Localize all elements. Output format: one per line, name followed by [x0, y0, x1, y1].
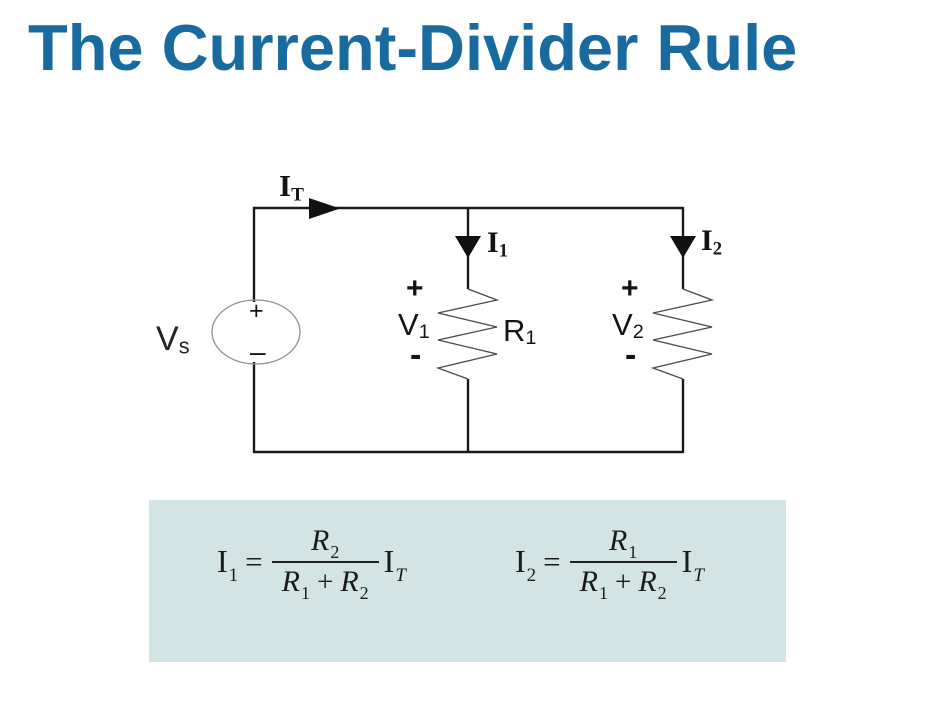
it-label-base: I: [279, 168, 292, 203]
r1-label-base: R: [503, 313, 526, 348]
f1-lhs: I1: [217, 543, 238, 586]
i1-arrow-icon: [455, 236, 481, 258]
v1-label-sub: 1: [418, 321, 430, 344]
f2-den2-base: R: [638, 565, 657, 598]
f1-num-sub: 2: [330, 542, 340, 562]
f2-den2-sub: 2: [657, 583, 667, 603]
v1-label-base: V: [398, 307, 419, 342]
f2-equals-sign: =: [543, 543, 561, 579]
source-plus-sign: +: [249, 297, 264, 325]
f1-lhs-sub: 1: [228, 565, 239, 586]
vs-label-base: V: [156, 320, 179, 358]
f1-multiplier: IT: [383, 543, 406, 586]
f2-lhs: I2: [515, 543, 536, 586]
source-minus-sign: –: [250, 336, 266, 367]
resistor2-zigzag: [650, 288, 715, 380]
i1-current-label: I1: [487, 228, 508, 261]
it-arrow-icon: [309, 198, 340, 219]
f1-den2-sub: 2: [359, 583, 369, 603]
it-current-label: IT: [279, 170, 304, 205]
page-title: The Current-Divider Rule: [28, 11, 798, 84]
f2-mult-base: I: [681, 543, 693, 579]
f1-lhs-base: I: [217, 543, 228, 579]
resistor1-zigzag: [435, 288, 500, 380]
f1-den2-base: R: [340, 565, 359, 598]
it-label-sub: T: [291, 184, 304, 206]
f2-fraction-bar: [569, 561, 677, 563]
f1-den1-sub: 1: [300, 583, 310, 603]
v2-label-sub: 2: [632, 321, 644, 344]
vs-source-label: Vs: [156, 322, 190, 357]
f1-equals-sign: =: [245, 543, 263, 579]
v2-minus-sign: -: [625, 336, 637, 374]
i2-current-label: I2: [701, 226, 722, 259]
v2-voltage-label: V2: [612, 309, 644, 343]
f2-num-sub: 1: [628, 542, 638, 562]
f1-den1-base: R: [281, 565, 300, 598]
vs-label-sub: s: [178, 333, 190, 359]
f2-den1-sub: 1: [598, 583, 608, 603]
v2-label-base: V: [612, 307, 633, 342]
i1-label-base: I: [487, 226, 499, 259]
f1-plus-sign: +: [316, 566, 334, 598]
f2-multiplier: IT: [681, 543, 704, 586]
f1-num-base: R: [310, 524, 330, 557]
f2-num-base: R: [608, 524, 628, 557]
i1-label-sub: 1: [498, 240, 508, 262]
i2-arrow-icon: [670, 236, 696, 258]
f1-mult-base: I: [383, 543, 395, 579]
v1-minus-sign: -: [410, 336, 422, 374]
r1-label-sub: 1: [525, 327, 537, 350]
v1-plus-sign: +: [406, 272, 424, 305]
r1-resistor-label: R1: [503, 315, 536, 349]
f2-mult-sub: T: [693, 565, 704, 586]
v2-plus-sign: +: [621, 272, 639, 305]
i2-label-sub: 2: [712, 238, 722, 260]
i2-label-base: I: [701, 224, 713, 257]
f2-lhs-sub: 2: [526, 565, 537, 586]
f2-lhs-base: I: [515, 543, 526, 579]
f1-mult-sub: T: [395, 565, 406, 586]
f2-plus-sign: +: [614, 566, 632, 598]
v1-voltage-label: V1: [398, 309, 430, 343]
f2-den1-base: R: [579, 565, 598, 598]
f1-fraction-bar: [271, 561, 379, 563]
voltage-source-circle: [211, 299, 301, 365]
